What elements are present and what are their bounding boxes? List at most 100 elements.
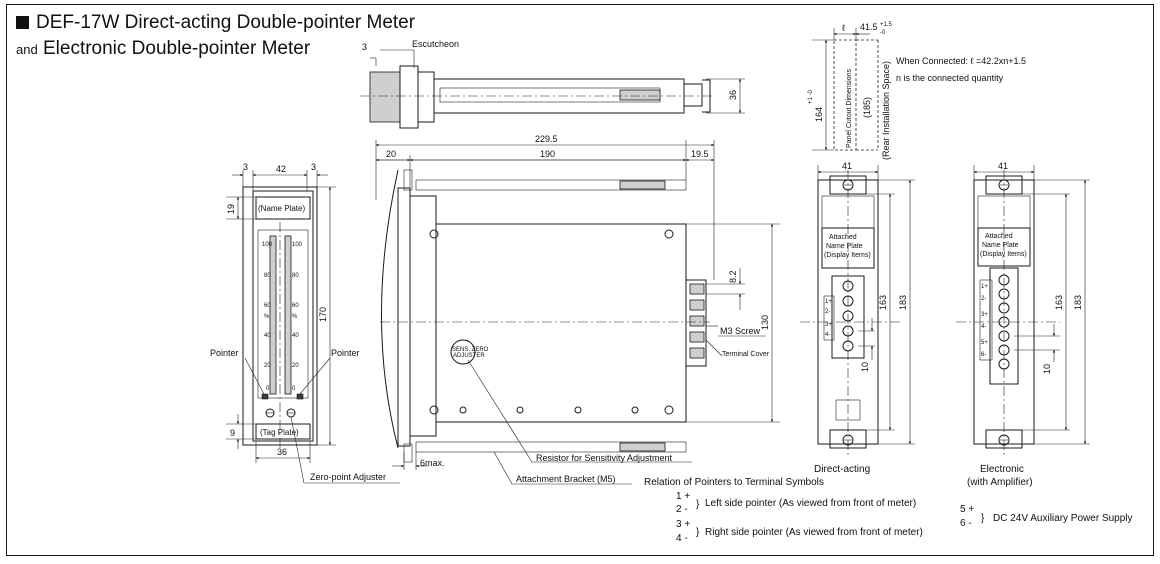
relation-heading: Relation of Pointers to Terminal Symbols (644, 477, 824, 488)
front-view-scale-window (257, 229, 309, 399)
side-view: SENS. ZERO ADJUSTER 229.5 20 190 19.5 8.… (375, 134, 780, 485)
side-view-escutcheon-curve (381, 169, 399, 449)
svg-text:}: } (696, 499, 700, 510)
dim-front-170: 170 (318, 307, 328, 322)
side-view-flange (409, 195, 437, 437)
label-m3-screw: M3 Screw (720, 326, 761, 336)
top-view: 3 Escutcheon 36 (360, 39, 745, 129)
dim-front-42: 42 (276, 164, 286, 174)
left-pointer-marker (261, 393, 269, 400)
electronic-name-plate-1: Attached (985, 233, 1013, 240)
drawing-sheet-border (6, 4, 1154, 556)
direct-term-4: 4- (825, 332, 830, 338)
dim-direct-41: 41 (842, 161, 852, 171)
scale-right-0: 0 (292, 386, 296, 392)
relation-right-desc: Right side pointer (As viewed from front… (705, 527, 923, 538)
scale-left-0: 0 (266, 386, 270, 392)
label-name-plate: (Name Plate) (258, 204, 305, 213)
scale-left-80: 80 (264, 273, 271, 279)
top-view-terminal (683, 83, 703, 107)
dim-electronic-163: 163 (1054, 295, 1064, 310)
label-electronic-sub: (with Amplifier) (967, 477, 1033, 488)
top-view-flange (417, 71, 435, 123)
electronic-term-2: 2- (981, 296, 986, 302)
relation-of-pointers: Relation of Pointers to Terminal Symbols… (644, 477, 1133, 544)
label-attachment-bracket: Attachment Bracket (M5) (516, 474, 616, 484)
label-pointer-left: Pointer (210, 348, 239, 358)
front-view-inner-frame (252, 190, 314, 442)
dim-20: 20 (386, 149, 396, 159)
svg-text:}: } (696, 527, 700, 538)
relation-left-term-1: 1 + (676, 491, 690, 502)
title-line-2: and Electronic Double-pointer Meter (16, 38, 310, 61)
sensitivity-adjuster-knob-icon (450, 339, 476, 365)
scale-right-60: 60 (292, 303, 299, 309)
dim-229-5: 229.5 (535, 134, 558, 144)
dim-190: 190 (540, 149, 555, 159)
side-view-top-bracket (415, 179, 687, 191)
scale-right-80: 80 (292, 273, 299, 279)
title-prefix-and: and (16, 42, 38, 57)
front-view: (Name Plate) 100 80 60 % 40 20 0 100 80 … (210, 162, 400, 484)
electronic-term-6: 6- (981, 352, 986, 358)
direct-term-3: 3+ (825, 322, 832, 328)
dim-direct-183: 183 (898, 295, 908, 310)
title-text-1: DEF-17W Direct-acting Double-pointer Met… (36, 12, 416, 33)
relation-right-term-1: 3 + (676, 519, 690, 530)
label-tag-plate: (Tag Plate) (260, 428, 299, 437)
right-scale-bar (284, 235, 292, 395)
right-pointer-marker (296, 393, 304, 400)
scale-right-20: 20 (292, 363, 299, 369)
electronic-term-4: 4- (981, 324, 986, 330)
scale-right-40: 40 (292, 333, 299, 339)
dim-front-3-right: 3 (311, 162, 316, 172)
electronic-term-5: 5+ (981, 340, 988, 346)
side-view-bezel (397, 187, 411, 447)
relation-left-desc: Left side pointer (As viewed from front … (705, 498, 916, 509)
dim-side-36: 36 (728, 90, 738, 100)
dim-ell: ℓ (842, 23, 846, 33)
relation-aux-term-2: 6 - (960, 518, 972, 529)
scale-left-100: 100 (262, 242, 273, 248)
front-view-tag-plate-box (255, 423, 311, 440)
side-view-body (435, 223, 687, 423)
direct-term-1: 1+ (825, 299, 832, 305)
relation-aux-desc: DC 24V Auxiliary Power Supply (993, 513, 1133, 524)
dim-130: 130 (760, 315, 770, 330)
direct-name-plate-1: Attached (829, 234, 857, 241)
dim-164: 164 (814, 107, 824, 122)
top-view-bezel (399, 65, 419, 129)
front-view-name-plate-box (255, 196, 311, 220)
label-resistor: Resistor for Sensitivity Adjustment (536, 453, 673, 463)
dim-front-9: 9 (230, 428, 235, 438)
dim-6max: 6max. (420, 458, 445, 468)
panel-cutout: ℓ 41.5 +1.5 -0 164 +1 -0 Panel Cutout Di… (808, 22, 1026, 160)
label-terminal-cover: Terminal Cover (722, 351, 770, 358)
electronic-name-plate-2: Name Plate (982, 242, 1019, 249)
scale-left-20: 20 (264, 363, 271, 369)
dim-front-3-left: 3 (243, 162, 248, 172)
scale-left-60: 60 (264, 303, 271, 309)
dim-direct-163: 163 (878, 295, 888, 310)
scale-left-pct: % (264, 314, 270, 320)
terminal-block-side (685, 279, 707, 367)
label-escutcheon: Escutcheon (412, 39, 459, 49)
dim-164-tol: +1 -0 (808, 89, 814, 104)
electronic-term-3: 3+ (981, 312, 988, 318)
title-text-2: Electronic Double-pointer Meter (42, 38, 311, 59)
label-n-connected: n is the connected quantity (896, 73, 1004, 83)
title-line-1: DEF-17W Direct-acting Double-pointer Met… (16, 12, 415, 34)
direct-term-2: 2- (825, 309, 830, 315)
scale-right-pct: % (292, 314, 298, 320)
dim-front-19: 19 (226, 204, 236, 214)
label-panel-cutout: Panel Cutout Dimensions (846, 69, 853, 148)
left-scale-bar (269, 235, 277, 395)
svg-text:}: } (981, 513, 985, 524)
relation-aux-term-1: 5 + (960, 504, 974, 515)
rear-view-electronic: Attached Name Plate (Display Items) 1+ 2… (956, 161, 1090, 488)
title-square-bullet-icon (16, 16, 29, 29)
dim-19-5: 19.5 (691, 149, 709, 159)
side-view-bottom-bracket (415, 441, 687, 453)
label-sens-a: SENS. ZERO (452, 347, 489, 353)
